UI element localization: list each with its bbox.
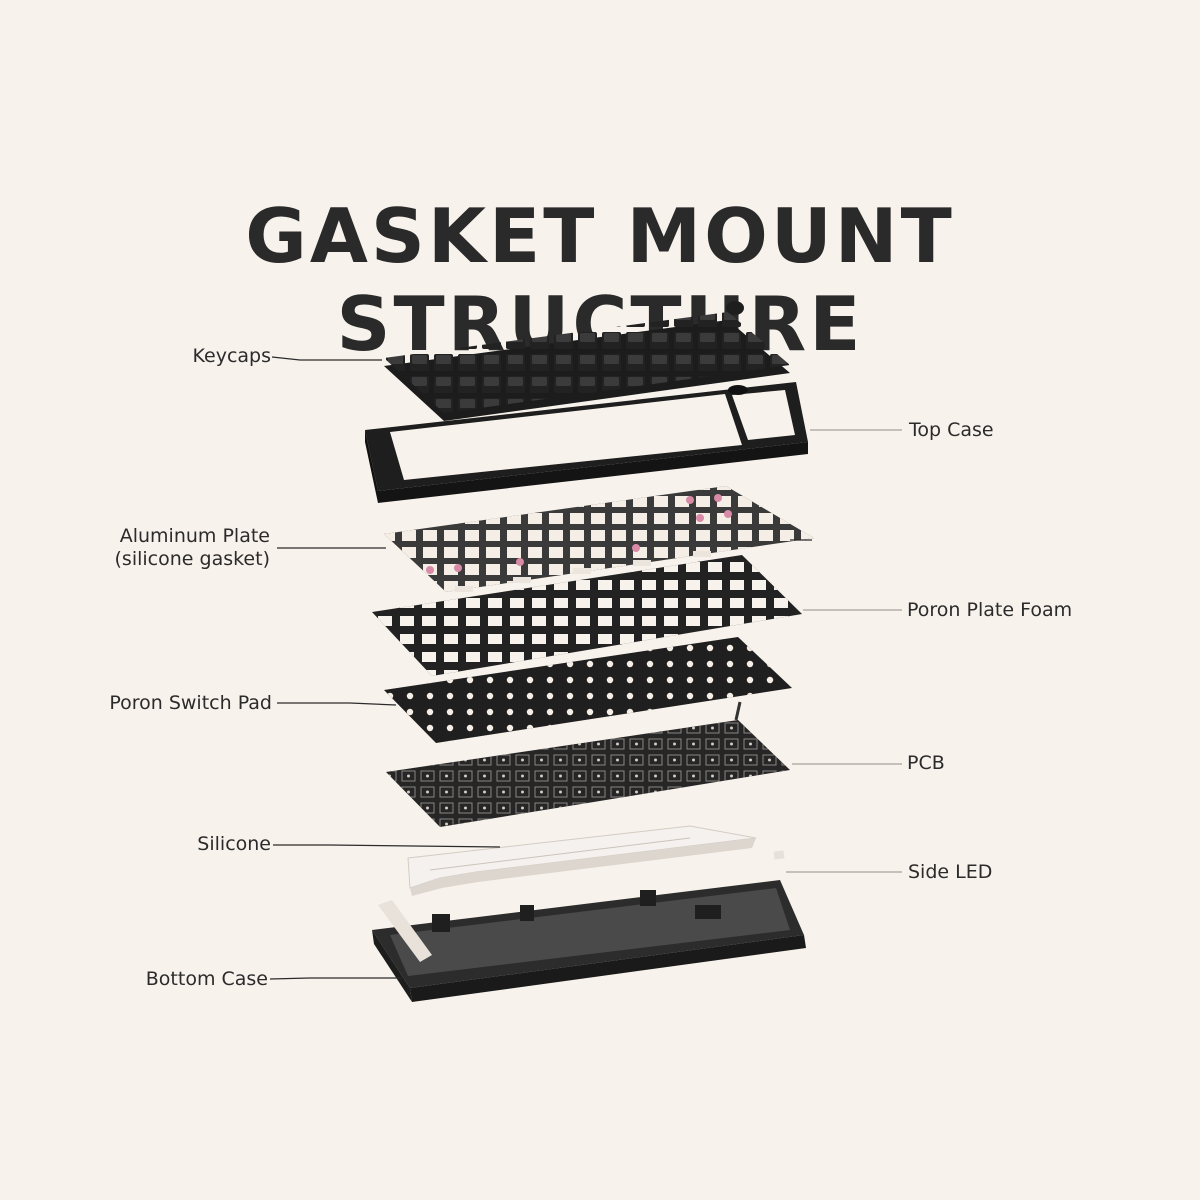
label-pcb: PCB [907,752,945,774]
label-side-led: Side LED [908,861,993,883]
label-poron-plate-foam: Poron Plate Foam [907,599,1073,621]
label-keycaps: Keycaps [192,345,272,367]
silicone-leader [273,844,501,848]
poron-switch-pad-leader [277,702,397,706]
label-aluminum-plate: Aluminum Plate (silicone gasket) [60,525,270,571]
label-poron-switch-pad: Poron Switch Pad [109,692,272,714]
keycaps-leader [271,356,382,361]
top-case-layer [365,382,808,503]
silicone-layer [407,825,757,896]
bottom-case-layer [372,880,806,1002]
bottom-case-leader [269,977,402,980]
leader-lines [269,356,902,980]
label-aluminum-plate-line1: Aluminum Plate [119,525,270,547]
label-top-case: Top Case [909,419,994,441]
label-silicone: Silicone [197,833,271,855]
label-aluminum-plate-line2: (silicone gasket) [114,548,270,570]
label-bottom-case: Bottom Case [145,968,268,990]
silicone-gasket-marks [426,494,732,574]
page-title: GASKET MOUNT STRUCTURE [245,192,955,368]
side-led-layer [773,850,785,860]
